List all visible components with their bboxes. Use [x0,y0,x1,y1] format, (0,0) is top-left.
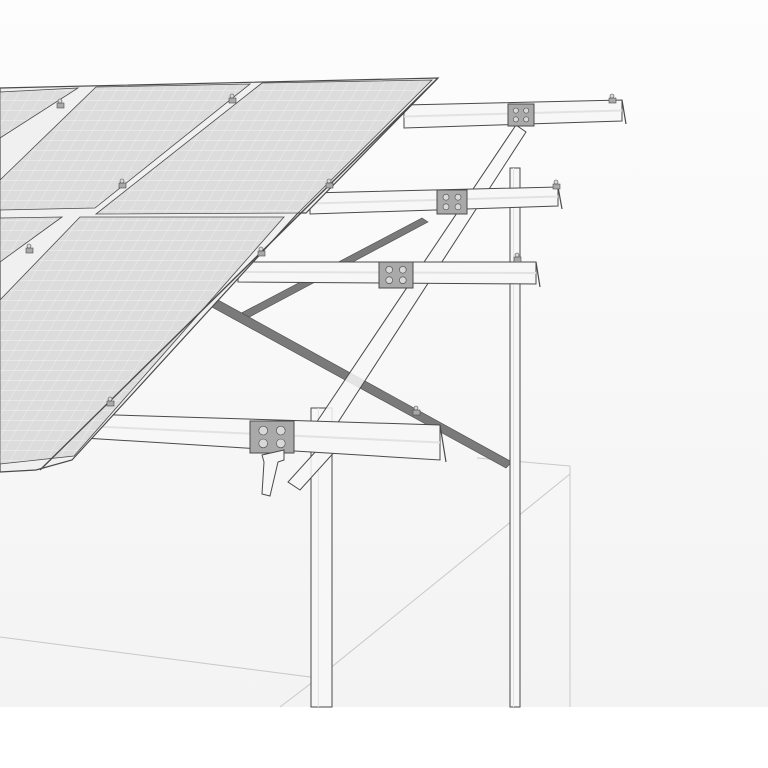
clamp-bolt [514,252,520,258]
panel-clamps [25,93,617,416]
clamp [25,247,34,254]
panel-front-edge [39,77,439,471]
bolt-hole [442,203,450,211]
solar-panel [0,216,64,263]
clamp-bolt [326,178,332,184]
rail-second-lip [557,186,563,210]
bolt-hole [258,425,268,436]
block-edge-line [317,473,571,679]
bolt-hole [276,438,286,449]
bolt-hole [523,116,530,123]
clamp [552,183,561,190]
z-purlin-bracket [261,449,285,497]
clamp [257,250,266,257]
z-bracket [261,449,285,497]
block-edge-line [0,636,319,679]
bolt-hole [385,266,393,274]
bolt-hole [399,276,407,284]
clamp-bolt [107,396,113,402]
clamp [513,256,522,263]
clamp-bolt [609,93,615,99]
front-post [310,407,333,708]
solar-panels [0,77,440,473]
clamp-bolt [57,98,63,104]
bolt-hole [512,116,519,123]
rear-post [509,167,521,708]
plate-bottom [249,420,295,454]
clamp-bolt [413,405,419,411]
clamp-bolt [553,179,559,185]
bolt-hole [442,193,450,201]
support-posts [310,167,521,708]
bolt-hole [512,107,519,114]
bolt-hole [276,425,286,436]
clamp-bolt [229,93,235,99]
concrete-block [0,457,571,708]
bolt-hole [454,203,462,211]
clamp [412,409,421,416]
plate-second [436,189,468,215]
bolt-hole [454,193,462,201]
clamp [118,182,127,189]
bolt-hole [399,266,407,274]
solar-panel [0,216,285,465]
bolt-hole [385,276,393,284]
rail-second-channel [309,195,559,205]
clamp-bolt [119,178,125,184]
clamp-bolt [26,243,32,249]
rail-third-lip [535,261,541,288]
plate-third [378,261,414,289]
clamp [325,182,334,189]
solar-panel [94,79,433,215]
clamp [56,102,65,109]
solar-panel [0,83,252,211]
connection-plates [249,103,535,454]
clamp [106,400,115,407]
bolt-hole [258,438,268,449]
clamp-bolt [258,246,264,252]
plate-top [507,103,535,127]
bolt-hole [523,107,530,114]
rail-bottom-lip [439,424,447,463]
rail-top-lip [621,99,627,125]
clamp [608,97,617,104]
clamp [228,97,237,104]
